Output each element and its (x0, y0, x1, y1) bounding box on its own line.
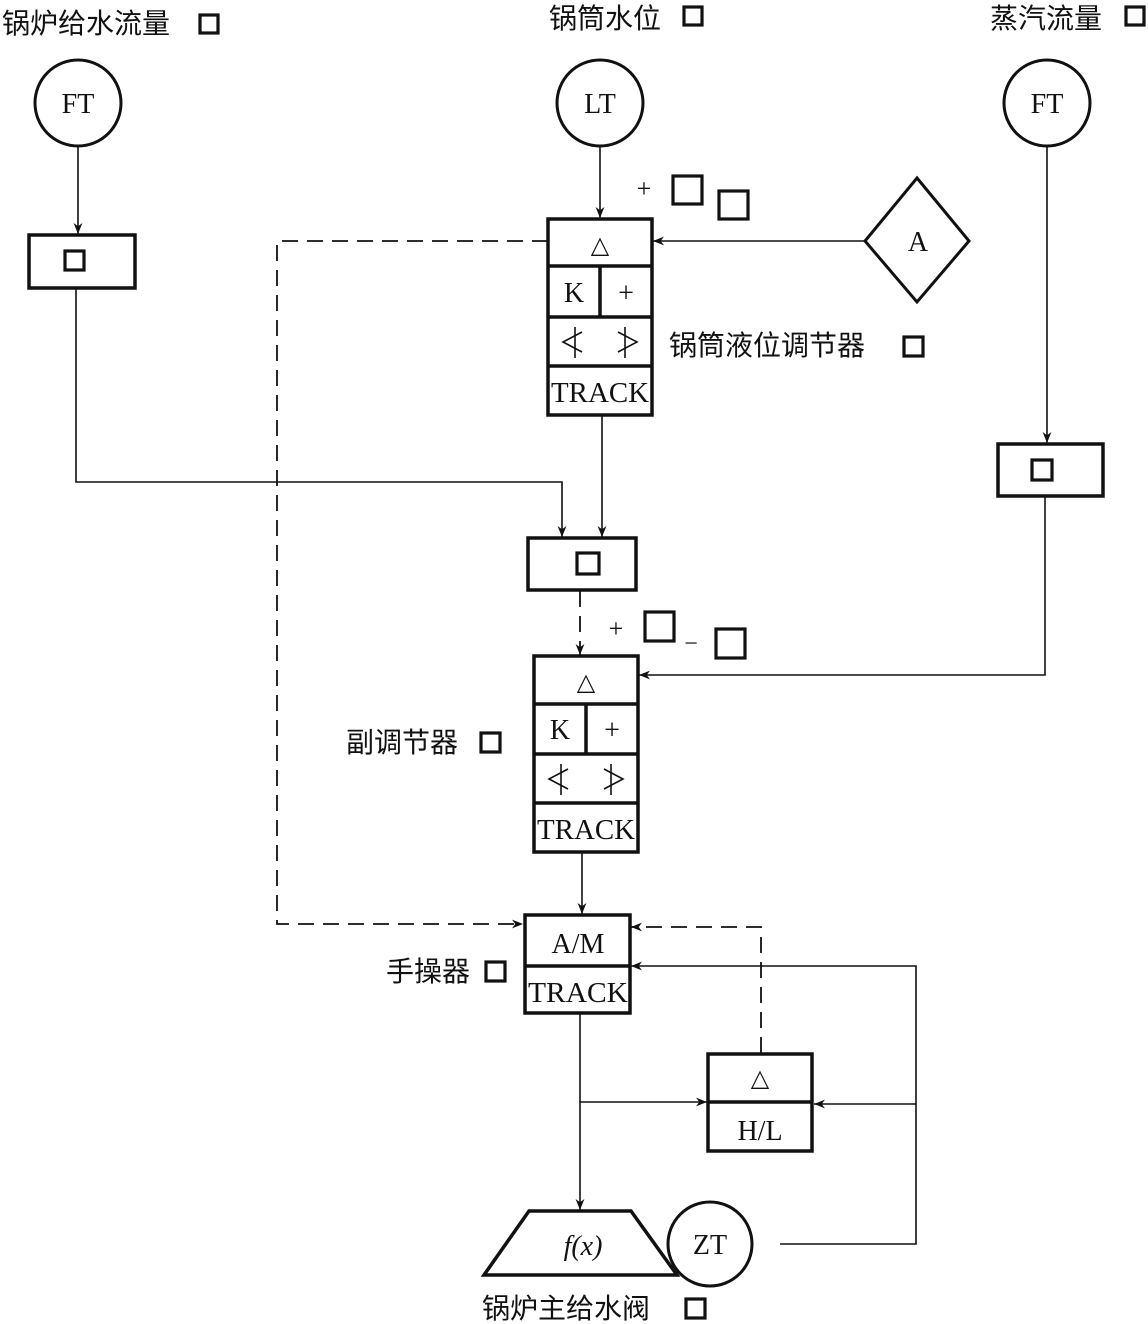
svg-text:−: − (684, 631, 698, 657)
primary-controller-label: 锅筒液位调节器 (669, 329, 925, 362)
svg-text:FT: FT (1031, 89, 1064, 120)
primary-high-limit-icon (617, 327, 639, 358)
feedwater-flow-label: 锅炉给水流量 (2, 7, 220, 40)
svg-text:锅筒液位调节器: 锅筒液位调节器 (669, 329, 865, 362)
setpoint-diamond: A (863, 175, 971, 305)
manual-track: TRACK (528, 978, 628, 1009)
line-feedwater-to-summer (75, 288, 567, 537)
feedwater-valve: f(x) (480, 1209, 681, 1277)
line-zt-to-manual (631, 961, 917, 1245)
drum-level-label: 锅筒水位 (549, 2, 704, 35)
signal-lines (73, 146, 1052, 1245)
svg-text:+: + (609, 614, 624, 643)
feedwater-flow-transmitter: FT (33, 58, 123, 148)
secondary-controller-label: 副调节器 (346, 726, 502, 759)
svg-text:副调节器: 副调节器 (346, 726, 458, 759)
steam-flow-label: 蒸汽流量 (990, 2, 1146, 35)
svg-text:ZT: ZT (693, 1230, 727, 1261)
line-alarm-to-manual (631, 922, 762, 1053)
primary-delta: △ (591, 233, 610, 259)
steam-flow-block (996, 442, 1105, 498)
steam-flow-transmitter: FT (1002, 58, 1092, 148)
svg-text:锅筒水位: 锅筒水位 (549, 2, 661, 35)
svg-text:LT: LT (584, 89, 616, 120)
svg-text:A: A (908, 227, 929, 258)
valve-label: 锅炉主给水阀 (482, 1292, 707, 1324)
secondary-controller: △ K + TRACK (532, 654, 640, 854)
feedwater-flow-block (27, 233, 137, 290)
manual-station-label: 手操器 (386, 955, 507, 988)
secondary-low-limit-icon (547, 764, 569, 795)
primary-low-limit-icon (561, 327, 583, 358)
line-track-primary-to-manual (276, 240, 548, 929)
primary-input-signs: + (637, 174, 750, 221)
secondary-delta: △ (577, 670, 596, 696)
svg-text:锅炉主给水阀: 锅炉主给水阀 (482, 1292, 650, 1324)
secondary-k: K (550, 715, 570, 746)
primary-controller: △ K + TRACK (546, 217, 654, 417)
svg-text:蒸汽流量: 蒸汽流量 (990, 2, 1102, 35)
alarm-delta: △ (751, 1066, 770, 1092)
deviation-alarm: △ H/L (706, 1052, 814, 1153)
manual-station: A/M TRACK (523, 913, 632, 1015)
primary-track: TRACK (551, 378, 649, 409)
manual-mode: A/M (552, 929, 605, 960)
summer-block (526, 536, 638, 592)
svg-text:手操器: 手操器 (386, 955, 470, 988)
svg-text:+: + (637, 174, 652, 203)
secondary-track: TRACK (537, 815, 635, 846)
drum-level-transmitter: LT (555, 58, 645, 148)
valve-position-transmitter: ZT (666, 1200, 754, 1288)
primary-k: K (564, 278, 584, 309)
secondary-plus: + (604, 715, 620, 746)
line-steam-to-secondary (639, 497, 1046, 680)
svg-text:FT: FT (62, 89, 95, 120)
svg-text:锅炉给水流量: 锅炉给水流量 (2, 7, 170, 40)
secondary-input-signs: + − (609, 610, 747, 660)
secondary-high-limit-icon (603, 764, 625, 795)
valve-function: f(x) (564, 1231, 603, 1262)
alarm-limits: H/L (737, 1116, 782, 1147)
primary-plus: + (618, 278, 634, 309)
